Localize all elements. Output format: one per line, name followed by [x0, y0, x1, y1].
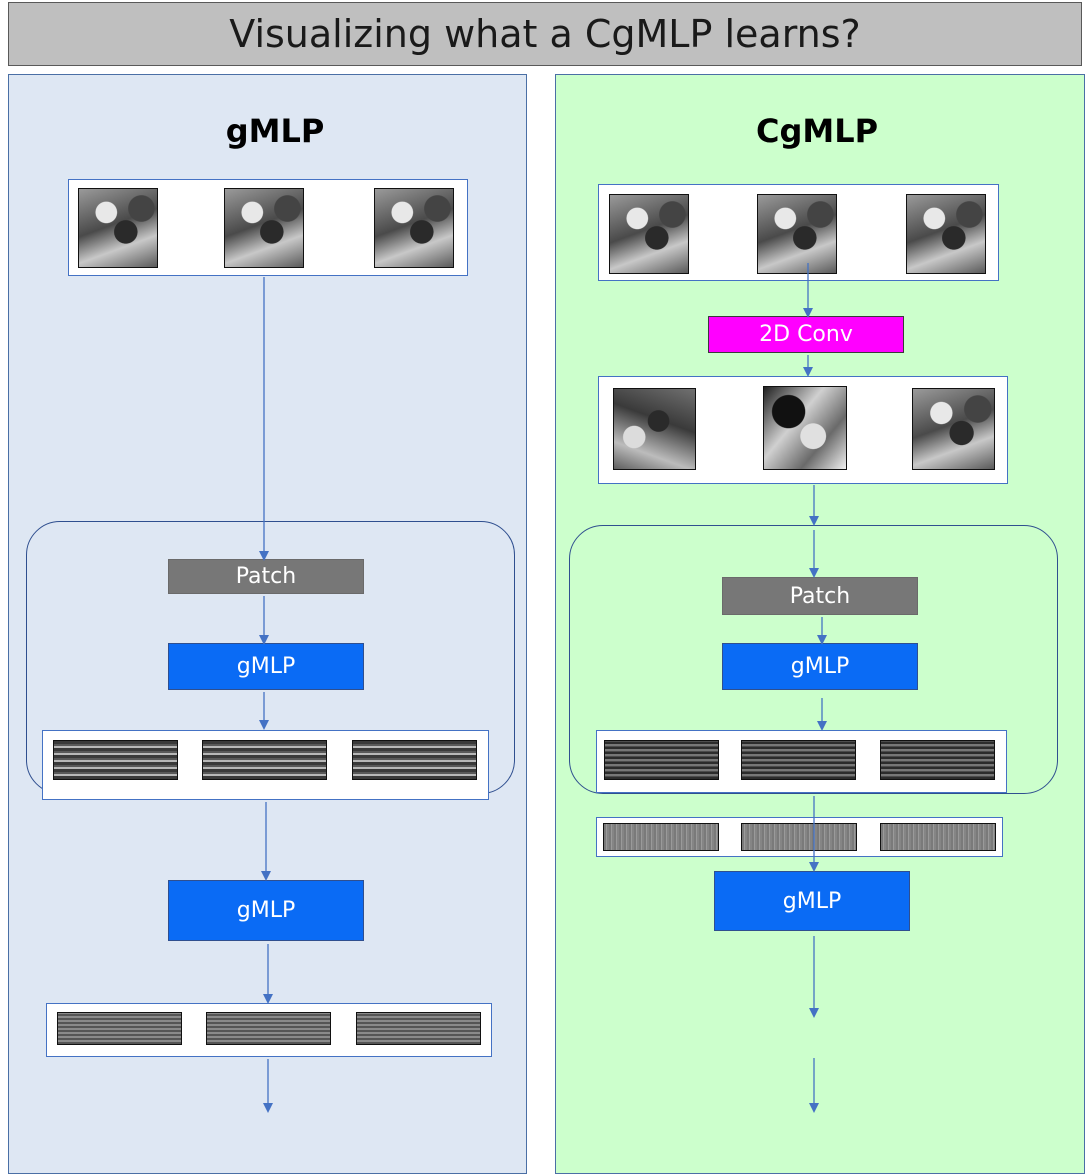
feature-map-2 — [206, 1012, 331, 1045]
conv-output-1 — [613, 388, 696, 470]
gmlp-panel-title: gMLP — [225, 112, 325, 150]
input-image-3 — [906, 194, 986, 274]
conv2d-block: 2D Conv — [708, 316, 904, 353]
gmlp-feature-strip-1 — [42, 730, 489, 800]
feature-map-2 — [741, 740, 856, 780]
input-image-1 — [78, 188, 158, 268]
feature-map-3 — [880, 823, 996, 851]
gmlp-layer-1: gMLP — [168, 643, 364, 690]
gmlp-input-images — [68, 179, 468, 276]
feature-map-3 — [352, 740, 477, 780]
feature-map-2 — [202, 740, 327, 780]
cgmlp-feature-strip-2 — [596, 817, 1003, 857]
feature-map-1 — [53, 740, 178, 780]
input-image-1 — [609, 194, 689, 274]
cgmlp-feature-strip-1 — [596, 730, 1007, 793]
feature-map-3 — [356, 1012, 481, 1045]
cgmlp-layer-2: gMLP — [714, 871, 910, 931]
cgmlp-layer-1: gMLP — [722, 643, 918, 690]
cgmlp-conv-output-images — [598, 376, 1008, 484]
input-image-2 — [224, 188, 304, 268]
conv-output-3 — [912, 388, 995, 470]
conv-output-2 — [763, 386, 847, 470]
feature-map-2 — [741, 823, 857, 851]
input-image-2 — [757, 194, 837, 274]
diagram-title: Visualizing what a CgMLP learns? — [8, 2, 1082, 66]
feature-map-1 — [603, 823, 719, 851]
feature-map-3 — [880, 740, 995, 780]
cgmlp-patch-block: Patch — [722, 577, 918, 615]
gmlp-feature-strip-2 — [46, 1003, 492, 1057]
input-image-3 — [374, 188, 454, 268]
gmlp-layer-2: gMLP — [168, 880, 364, 941]
feature-map-1 — [604, 740, 719, 780]
cgmlp-input-images — [598, 184, 999, 281]
feature-map-1 — [57, 1012, 182, 1045]
cgmlp-panel-title: CgMLP — [755, 112, 879, 150]
